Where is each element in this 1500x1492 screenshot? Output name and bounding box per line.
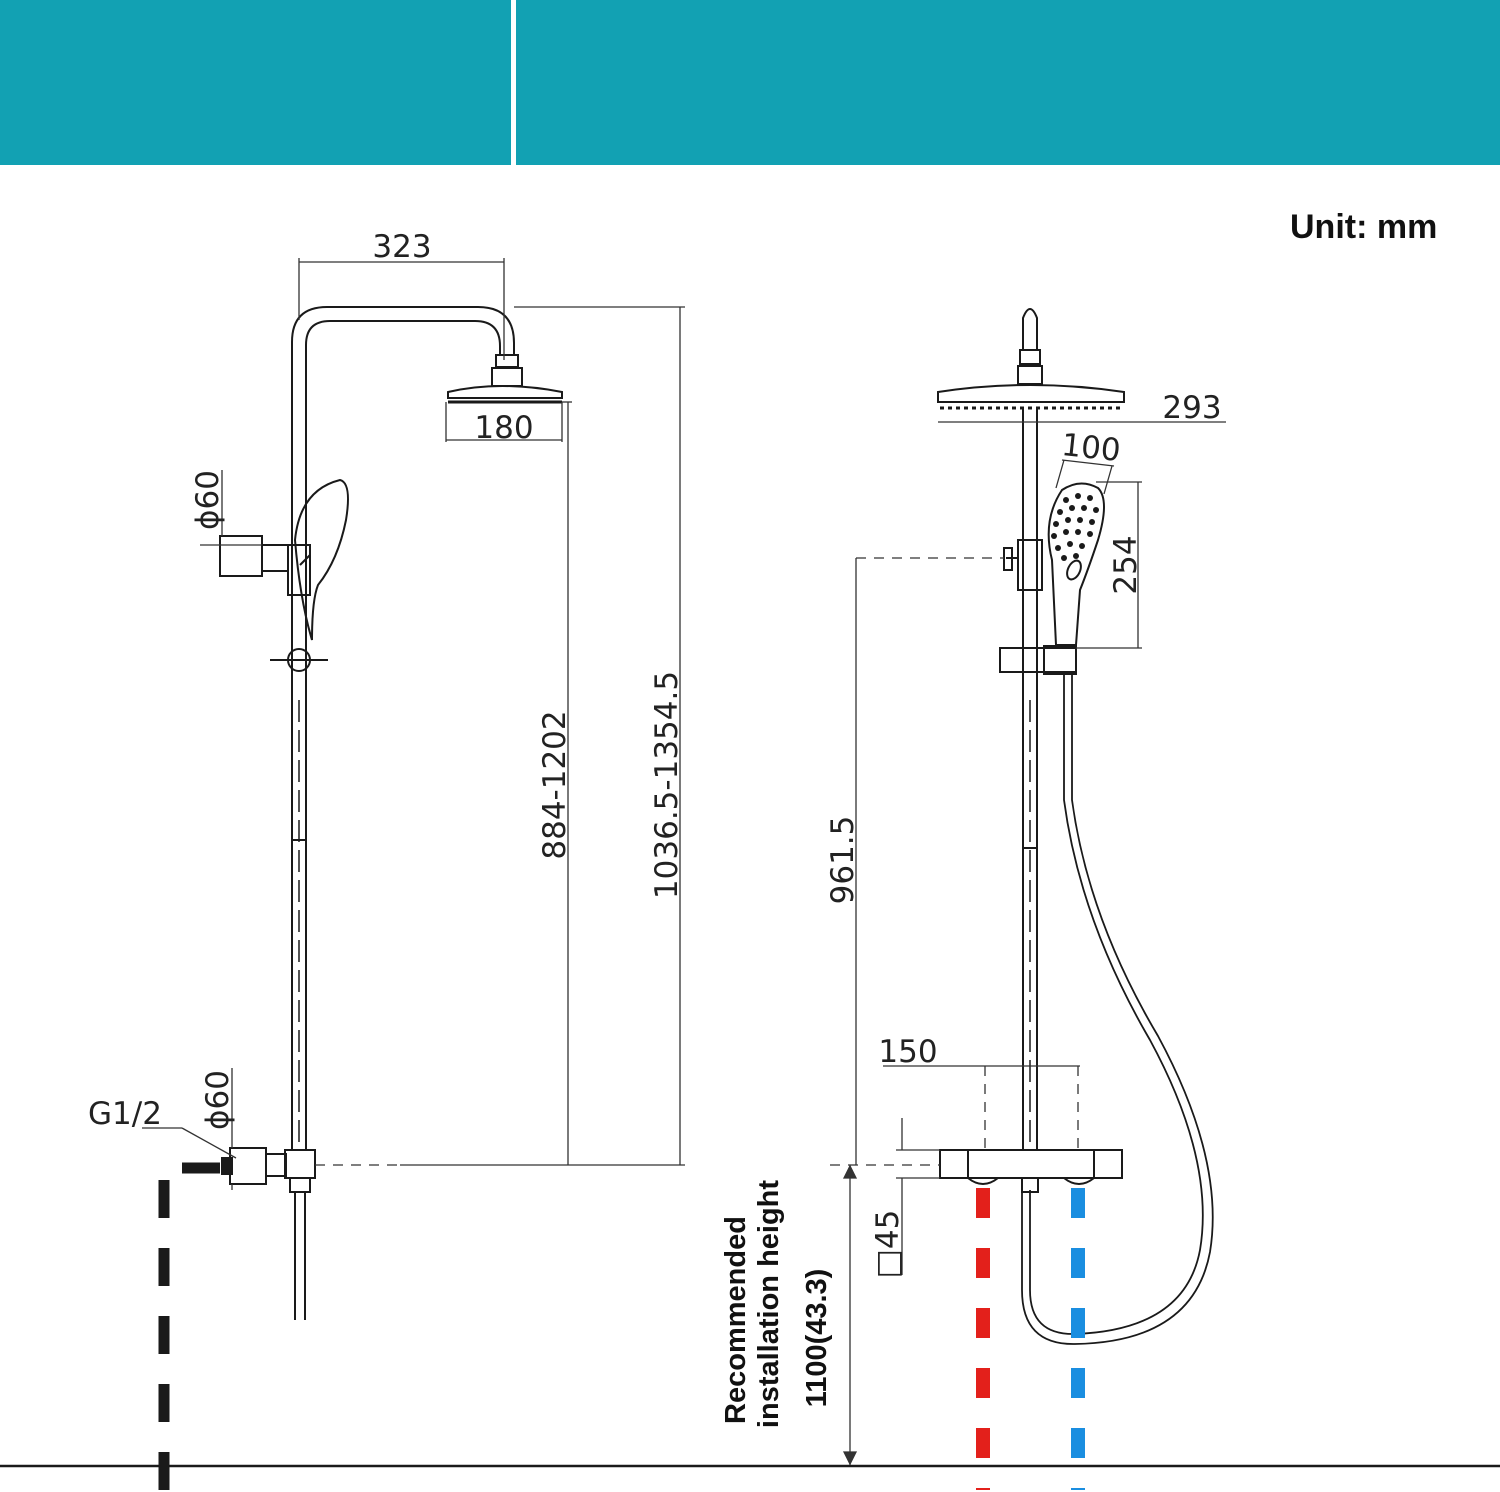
front-hose [1029, 674, 1204, 1335]
dim-valve-square: □45 [870, 1210, 906, 1279]
recommended-line1: Recommended [720, 1216, 752, 1424]
side-riser-pipe-inner [305, 320, 501, 1150]
side-view-dimensions [142, 258, 685, 1190]
front-shower-head [937, 384, 1125, 403]
banner-right-panel [516, 0, 1500, 165]
dim-height-range-total: 1036.5-1354.5 [649, 671, 685, 899]
dim-height-range-head: 884-1202 [537, 710, 573, 859]
side-view [158, 306, 563, 1490]
dim-center-distance: 150 [878, 1034, 937, 1070]
dim-holder-height: 961.5 [825, 816, 861, 905]
recommended-line2: installation height [753, 1180, 785, 1428]
dim-inlet-dia: ϕ60 [200, 1070, 236, 1130]
side-riser-pipe [291, 306, 515, 1150]
front-hand-shower [1047, 482, 1105, 646]
dim-hand-length: 254 [1108, 535, 1144, 594]
dim-arm-length: 323 [372, 229, 431, 265]
banner-left-panel [0, 0, 511, 165]
recommended-line3: 1100(43.3) [801, 1269, 833, 1408]
side-shower-head [447, 385, 563, 399]
dim-head-side: 180 [474, 410, 533, 446]
unit-label: Unit: mm [1290, 208, 1438, 246]
hand-shower-nozzles [1051, 493, 1099, 561]
front-view-dimensions [830, 421, 1226, 1466]
side-hand-shower [293, 478, 349, 641]
front-view [937, 308, 1214, 1345]
dim-hand-width: 100 [1060, 427, 1123, 469]
dim-holder-dia: ϕ60 [190, 470, 226, 530]
dim-head-front: 293 [1162, 390, 1221, 426]
side-wall-pipe [158, 1162, 220, 1490]
dim-thread: G1/2 [88, 1096, 162, 1132]
header-banner [0, 0, 1500, 165]
